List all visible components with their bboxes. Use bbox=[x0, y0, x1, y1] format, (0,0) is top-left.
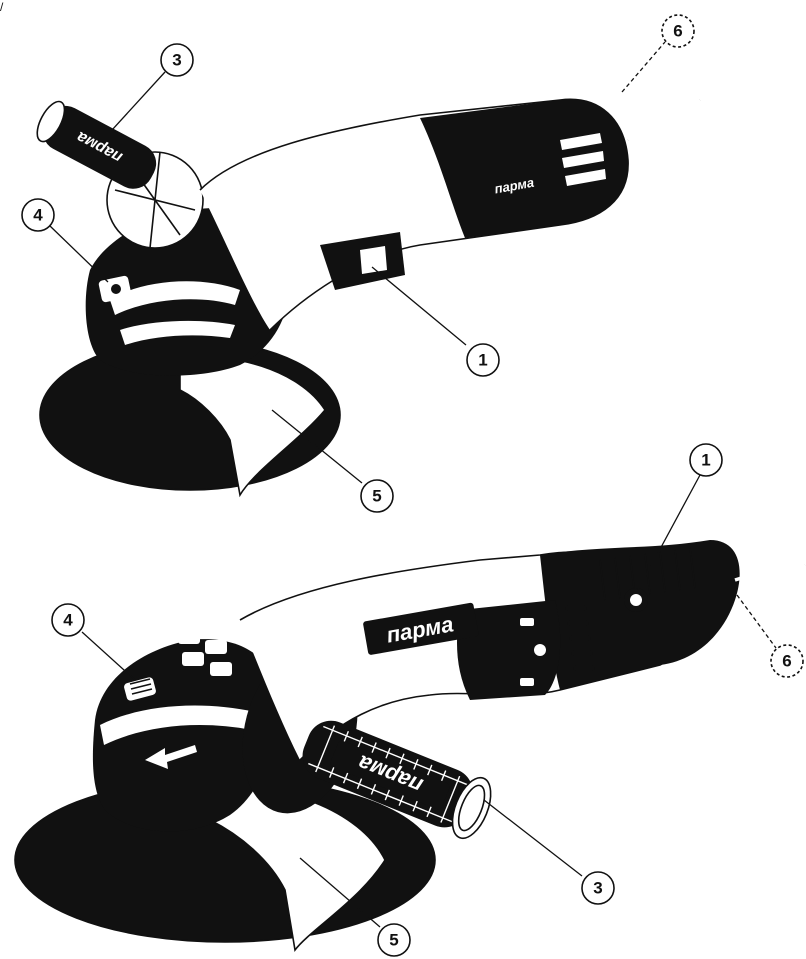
top-callout-5-label: 5 bbox=[372, 487, 381, 506]
top-rear-housing bbox=[420, 99, 629, 239]
top-callout-5 bbox=[360, 479, 394, 513]
top-callouts: 1 3 4 5 6 bbox=[21, 14, 695, 513]
bottom-callout-5-label: 5 bbox=[389, 931, 398, 950]
bottom-callout-4 bbox=[51, 603, 85, 637]
top-callout-3-leader bbox=[111, 71, 166, 131]
bottom-callout-1 bbox=[689, 443, 723, 477]
top-callout-6 bbox=[661, 14, 695, 48]
top-grinder-illustration: парма парма bbox=[36, 98, 701, 498]
bottom-callout-4-label: 4 bbox=[63, 611, 73, 630]
top-callout-4-leader bbox=[49, 225, 109, 283]
bottom-grip-ribs bbox=[599, 547, 696, 601]
top-body-brand: парма bbox=[493, 175, 535, 197]
bottom-gear-head-ribs bbox=[178, 630, 232, 676]
bottom-vent-slots bbox=[565, 605, 595, 671]
bottom-callout-4-leader bbox=[81, 631, 136, 681]
bottom-callout-5-leader bbox=[299, 857, 381, 928]
top-callout-1 bbox=[466, 343, 500, 377]
top-callout-6-label: 6 bbox=[673, 22, 682, 41]
bottom-callout-5 bbox=[377, 923, 411, 957]
bottom-callout-3-leader bbox=[483, 799, 583, 877]
top-callout-4-label: 4 bbox=[33, 206, 43, 225]
bottom-callout-1-label: 1 bbox=[701, 451, 710, 470]
top-callout-1-leader bbox=[371, 266, 467, 346]
top-side-handle: парма bbox=[36, 100, 157, 189]
top-disc-guard bbox=[180, 357, 325, 495]
bottom-brand-plate: парма bbox=[363, 602, 479, 655]
bottom-callout-6-label: 6 bbox=[782, 652, 791, 671]
bottom-rear-grip bbox=[540, 540, 740, 690]
bottom-callout-3-label: 3 bbox=[593, 879, 602, 898]
top-callout-4 bbox=[21, 198, 55, 232]
bottom-callout-1-leader bbox=[637, 474, 701, 591]
top-callout-3 bbox=[160, 43, 194, 77]
bottom-grinder-illustration: парма парма bbox=[14, 540, 806, 952]
bottom-callout-6 bbox=[770, 644, 804, 678]
bottom-side-handle: парма bbox=[302, 720, 492, 840]
top-callout-6-leader bbox=[621, 41, 666, 93]
bottom-callout-3 bbox=[581, 871, 615, 905]
top-callout-5-leader bbox=[271, 409, 363, 484]
bottom-callout-6-leader bbox=[736, 594, 777, 649]
top-callout-3-label: 3 bbox=[172, 51, 181, 70]
top-callout-1-label: 1 bbox=[478, 351, 487, 370]
bottom-callouts: 1 3 4 5 6 bbox=[51, 443, 804, 957]
corner-mark: / bbox=[0, 0, 4, 14]
bottom-disc-guard bbox=[210, 788, 385, 950]
